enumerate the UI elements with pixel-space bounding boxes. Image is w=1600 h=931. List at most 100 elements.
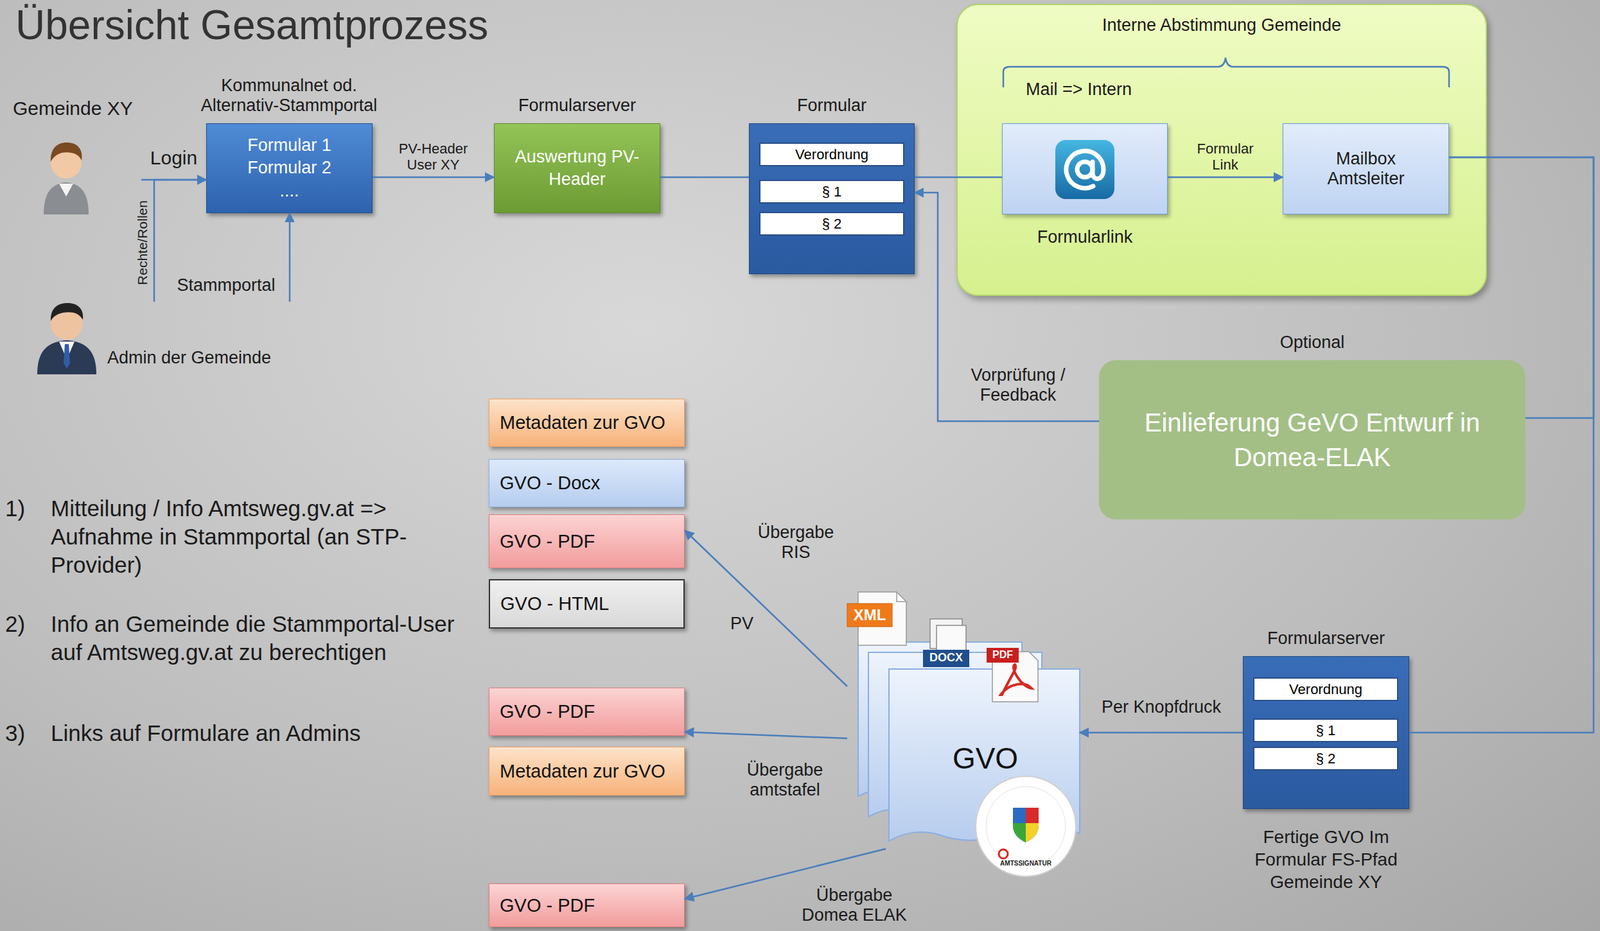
connector xyxy=(1079,732,1243,735)
connector xyxy=(289,213,291,302)
output-box: GVO - PDF xyxy=(488,687,685,737)
icon-label: PDF xyxy=(986,648,1019,662)
box-shape: Verordnung § 1 § 2 xyxy=(1242,656,1410,810)
box-shape: GVO - PDF xyxy=(488,883,685,928)
box-text: Formularserver xyxy=(493,95,661,116)
box-shape: Metadaten zur GVO xyxy=(488,747,685,796)
document-stack xyxy=(858,642,1080,842)
box-text: § 2 xyxy=(822,215,843,233)
box-text: Interne Abstimmung Gemeinde xyxy=(957,15,1486,36)
connector xyxy=(914,192,1099,422)
box-shape: § 2 xyxy=(1253,747,1399,771)
edge-label: Vorprüfung / Feedback xyxy=(958,365,1078,406)
icon-label: XML xyxy=(847,605,893,625)
list-text: 3) xyxy=(5,719,26,748)
document-stack: GVO xyxy=(847,592,1080,850)
list-text: Mitteilung / Info Amtsweg.gv.at => Aufna… xyxy=(50,494,462,579)
connector xyxy=(684,530,848,687)
output-box: Metadaten zur GVO xyxy=(488,398,685,448)
icon-label: PV xyxy=(730,613,754,636)
box-text: GVO - PDF xyxy=(499,895,595,917)
server-box: FormularserverAuswertung PV-Header xyxy=(493,95,661,214)
box-shape: Metadaten zur GVO xyxy=(488,398,685,448)
connector xyxy=(372,176,494,179)
person-figure: Gemeinde XY xyxy=(12,97,142,217)
box-shape xyxy=(1002,123,1168,215)
box-text: GVO - Docx xyxy=(499,472,600,494)
list-text: Links auf Formulare an Admins xyxy=(50,719,462,748)
box-text: Einlieferung GeVO Entwurf in Domea-ELAK xyxy=(1124,405,1500,475)
box-text: Fertige GVO Im Formular FS-Pfad Gemeinde… xyxy=(1242,826,1410,894)
box-text: Formularlink xyxy=(1002,227,1168,248)
connector xyxy=(1167,176,1283,179)
output-box: GVO - HTML xyxy=(488,579,685,629)
box-text: Optional xyxy=(1098,332,1526,353)
connector xyxy=(141,179,207,182)
box-shape: § 1 xyxy=(759,179,905,204)
output-box: GVO - PDF xyxy=(488,883,685,928)
box-text: Kommunalnet od. Alternativ-Stammportal xyxy=(186,75,392,116)
box-text: Auswertung PV-Header xyxy=(503,145,651,191)
list-text: 2) xyxy=(5,610,26,639)
connector xyxy=(1409,157,1594,733)
box-shape: Auswertung PV-Header xyxy=(493,123,661,214)
box-text: GVO - PDF xyxy=(499,531,595,553)
box-text: GVO - PDF xyxy=(499,701,595,723)
signature-seal xyxy=(975,776,1076,877)
box-text: Mailbox Amtsleiter xyxy=(1314,149,1418,189)
optional-box: OptionalEinlieferung GeVO Entwurf in Dom… xyxy=(1098,332,1526,520)
server-box: FormularserverVerordnung§ 1§ 2Fertige GV… xyxy=(1242,628,1410,894)
box-text: Admin der Gemeinde xyxy=(107,348,272,369)
mail-box: Formularlink xyxy=(1002,123,1168,248)
box-shape: Verordnung § 1 § 2 xyxy=(748,123,915,275)
box-shape: GVO - HTML xyxy=(488,579,685,629)
icon-label: AMTSSIGNATUR xyxy=(993,860,1058,869)
form-box: FormularVerordnung § 1 § 2 xyxy=(748,95,915,275)
box-text: Metadaten zur GVO xyxy=(499,412,666,434)
box-text: Verordnung xyxy=(1289,681,1363,699)
person-figure: Admin der Gemeinde xyxy=(35,301,293,378)
box-shape: Einlieferung GeVO Entwurf in Domea-ELAK xyxy=(1098,360,1526,520)
edge-label: Übergabe Domea ELAK xyxy=(798,885,911,926)
box-shape: Verordnung xyxy=(1253,677,1399,702)
box-text: GVO xyxy=(930,741,1040,776)
box-shape: Verordnung xyxy=(759,142,905,167)
box-text: § 1 xyxy=(822,183,843,201)
output-box: Metadaten zur GVO xyxy=(488,747,685,796)
pdf-icon xyxy=(986,648,1038,703)
admin-icon xyxy=(37,303,97,375)
box-text: GVO - HTML xyxy=(500,593,609,615)
box-text: Gemeinde XY xyxy=(12,97,142,120)
box-shape: GVO - PDF xyxy=(488,514,685,569)
connector xyxy=(684,732,848,739)
person-icon xyxy=(43,142,89,215)
box-shape: Mailbox Amtsleiter xyxy=(1282,123,1450,215)
connector xyxy=(914,176,1003,179)
edge-label: Formular Link xyxy=(1186,140,1265,174)
box-text: Metadaten zur GVO xyxy=(499,761,666,783)
edge-label: Login xyxy=(150,147,198,170)
edge-label: Übergabe RIS xyxy=(754,522,838,563)
edge-label: Stammportal xyxy=(176,275,275,296)
connector xyxy=(660,176,749,179)
box-text: Formular xyxy=(748,95,915,116)
edge-label: PV-Header User XY xyxy=(391,140,476,174)
box-text: Mail => Intern xyxy=(1025,79,1132,100)
box-text: § 1 xyxy=(1316,722,1337,740)
docx-icon xyxy=(923,619,970,668)
connector xyxy=(1449,157,1594,419)
list-text: Info an Gemeinde die Stammportal-User au… xyxy=(50,610,462,667)
box-shape: GVO - Docx xyxy=(488,459,685,508)
output-box: GVO - Docx xyxy=(488,459,685,508)
curly-bracket xyxy=(1003,57,1450,88)
edge-label: Per Knopfdruck xyxy=(1101,697,1222,718)
output-box: GVO - PDF xyxy=(488,514,685,569)
box-text: Verordnung xyxy=(795,146,869,164)
edge-label: Rechte/Rollen xyxy=(134,200,151,286)
portal-box: Kommunalnet od. Alternativ-StammportalFo… xyxy=(186,75,392,214)
list-text: 1) xyxy=(5,494,26,523)
box-shape: § 2 xyxy=(759,211,905,236)
mailbox-box: Mailbox Amtsleiter xyxy=(1282,123,1450,215)
mail-icon xyxy=(1055,140,1115,200)
box-shape: GVO - PDF xyxy=(488,687,685,737)
